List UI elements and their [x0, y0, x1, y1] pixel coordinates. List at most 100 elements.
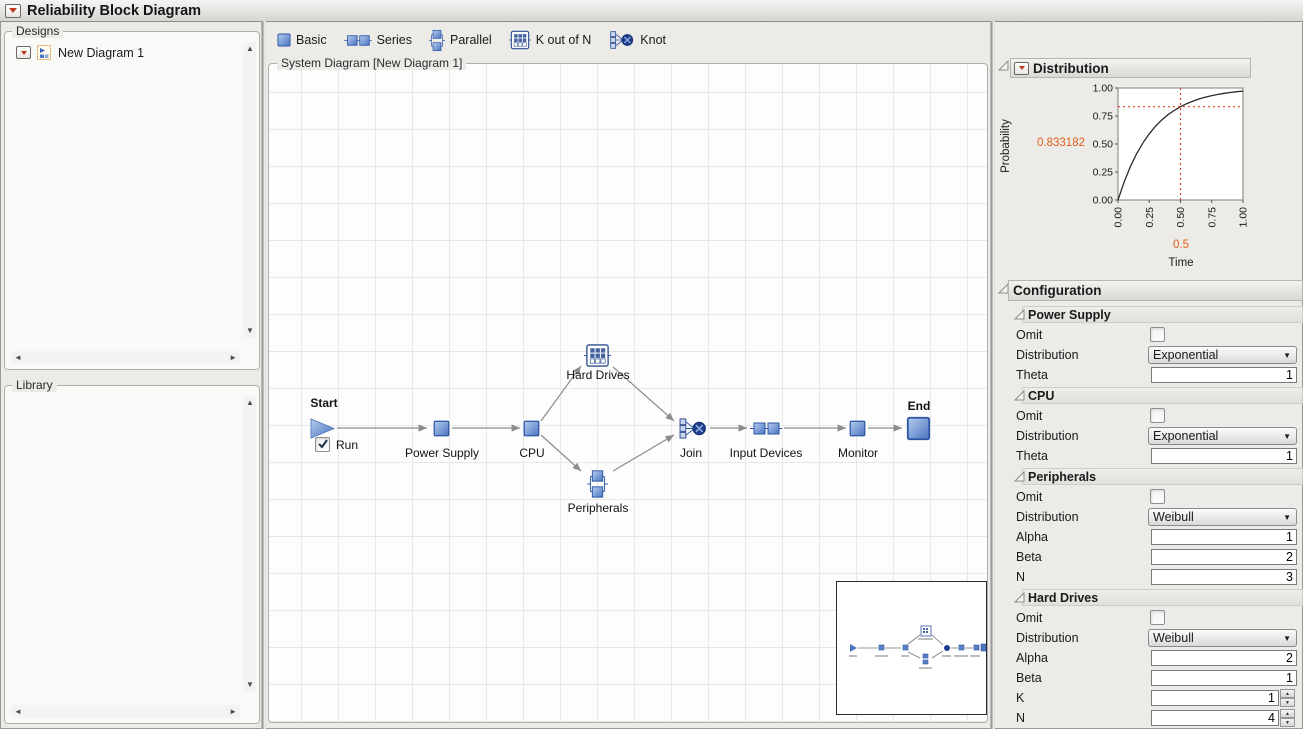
scroll-down-icon[interactable]: ▼: [246, 680, 254, 689]
config-row-label: Beta: [1016, 550, 1042, 564]
toolbar-label: Basic: [296, 33, 327, 47]
section-header-hard-drives[interactable]: Hard Drives: [1022, 589, 1303, 606]
collapse-triangle-icon[interactable]: [1014, 471, 1025, 482]
basic-block-icon: [906, 416, 931, 441]
tree-disclosure-button[interactable]: [16, 46, 31, 59]
library-panel: Library ▲ ▼ ◄ ►: [4, 378, 260, 724]
scroll-up-icon[interactable]: ▲: [246, 398, 254, 407]
spin-up-icon[interactable]: ▲: [1280, 709, 1295, 718]
alpha-input[interactable]: [1151, 650, 1297, 666]
config-row: Alpha: [1012, 527, 1303, 547]
tree-item-label: New Diagram 1: [58, 45, 145, 60]
distribution-dropdown[interactable]: Weibull▼: [1148, 508, 1297, 526]
crosshair-time-value[interactable]: 0.5: [1173, 239, 1189, 251]
config-row: Distribution Exponential▼: [1012, 345, 1303, 365]
basic-block-icon: [849, 420, 866, 437]
y-tick-label: 1.00: [1093, 83, 1114, 95]
toolbar-button-k-of-n[interactable]: K out of N: [506, 27, 595, 53]
chevron-down-icon: ▼: [1283, 350, 1291, 360]
spinner-buttons[interactable]: ▲▼: [1280, 689, 1295, 707]
y-tick-label: 0.50: [1093, 139, 1114, 151]
k-input[interactable]: [1151, 690, 1279, 706]
distribution-header: Distribution: [1010, 58, 1251, 78]
theta-input[interactable]: [1151, 448, 1297, 464]
node-peripherals[interactable]: [587, 468, 608, 503]
collapse-triangle-icon[interactable]: [1014, 592, 1025, 603]
collapse-triangle-icon[interactable]: [998, 60, 1009, 71]
section-title: Power Supply: [1028, 307, 1111, 322]
scroll-down-icon[interactable]: ▼: [246, 326, 254, 335]
alpha-input[interactable]: [1151, 529, 1297, 545]
config-row: N: [1012, 567, 1303, 587]
config-row-label: Distribution: [1016, 348, 1079, 362]
red-triangle-icon: [9, 8, 17, 13]
toolbar-button-knot[interactable]: Knot: [605, 28, 669, 52]
section-header-cpu[interactable]: CPU: [1022, 387, 1303, 404]
toolbar-button-basic[interactable]: Basic: [274, 31, 330, 49]
node-monitor[interactable]: [849, 420, 866, 440]
theta-input[interactable]: [1151, 367, 1297, 383]
config-row-label: Omit: [1016, 409, 1043, 423]
scroll-right-icon[interactable]: ►: [229, 707, 237, 716]
x-tick-label: 0.75: [1206, 207, 1218, 228]
designs-horizontal-scrollbar[interactable]: ◄ ►: [11, 351, 240, 364]
red-triangle-icon: [1018, 66, 1025, 70]
y-tick-label: 0.75: [1093, 111, 1114, 123]
omit-checkbox[interactable]: [1150, 610, 1165, 625]
n-input[interactable]: [1151, 710, 1279, 726]
config-row: Omit: [1012, 406, 1303, 426]
distribution-disclosure-button[interactable]: [1014, 61, 1029, 75]
node-power-supply[interactable]: [433, 420, 450, 440]
collapse-triangle-icon[interactable]: [1014, 309, 1025, 320]
node-cpu[interactable]: [523, 420, 540, 440]
library-vertical-scrollbar[interactable]: ▲ ▼: [243, 396, 256, 692]
spin-down-icon[interactable]: ▼: [1280, 698, 1295, 707]
distribution-dropdown[interactable]: Exponential▼: [1148, 427, 1297, 445]
omit-checkbox[interactable]: [1150, 489, 1165, 504]
toolbar-button-parallel[interactable]: Parallel: [426, 26, 495, 55]
spinner-buttons[interactable]: ▲▼: [1280, 709, 1295, 727]
configuration-header: Configuration: [1008, 280, 1303, 301]
scroll-left-icon[interactable]: ◄: [14, 707, 22, 716]
chevron-down-icon: ▼: [1283, 431, 1291, 441]
omit-checkbox[interactable]: [1150, 408, 1165, 423]
section-header-power-supply[interactable]: Power Supply: [1022, 306, 1303, 323]
omit-checkbox[interactable]: [1150, 327, 1165, 342]
collapse-triangle-icon[interactable]: [1014, 390, 1025, 401]
cdf-curve: [1117, 90, 1244, 201]
designs-panel: Designs New Diagram 1 ▲ ▼ ◄ ►: [4, 24, 260, 370]
config-row-label: N: [1016, 570, 1026, 584]
checkmark-icon: [318, 439, 328, 449]
beta-input[interactable]: [1151, 670, 1297, 686]
library-horizontal-scrollbar[interactable]: ◄ ►: [11, 705, 240, 718]
right-splitter[interactable]: [990, 21, 995, 729]
distribution-dropdown[interactable]: Weibull▼: [1148, 629, 1297, 647]
end-node[interactable]: [906, 416, 931, 444]
node-join[interactable]: [677, 417, 708, 443]
scroll-right-icon[interactable]: ►: [229, 353, 237, 362]
n-input[interactable]: [1151, 569, 1297, 585]
left-splitter[interactable]: [261, 21, 266, 729]
distribution-dropdown[interactable]: Exponential▼: [1148, 346, 1297, 364]
spin-up-icon[interactable]: ▲: [1280, 689, 1295, 698]
x-tick-label: 0.50: [1175, 207, 1187, 228]
report-disclosure-button[interactable]: [5, 3, 21, 18]
toolbar-button-series[interactable]: Series: [341, 31, 415, 49]
overview-minimap[interactable]: [836, 581, 989, 715]
config-row-label: Omit: [1016, 328, 1043, 342]
node-input-devices[interactable]: [750, 421, 782, 439]
designs-vertical-scrollbar[interactable]: ▲ ▼: [243, 42, 256, 338]
system-diagram-canvas[interactable]: System Diagram [New Diagram 1] Start: [268, 56, 989, 723]
library-panel-label: Library: [12, 378, 57, 392]
beta-input[interactable]: [1151, 549, 1297, 565]
section-header-peripherals[interactable]: Peripherals: [1022, 468, 1303, 485]
config-row: Beta: [1012, 668, 1303, 688]
scroll-up-icon[interactable]: ▲: [246, 44, 254, 53]
tree-item-new-diagram-1[interactable]: New Diagram 1: [11, 44, 144, 61]
spin-down-icon[interactable]: ▼: [1280, 718, 1295, 727]
toolbar-label: Series: [376, 33, 413, 47]
run-checkbox[interactable]: [315, 437, 330, 452]
scroll-left-icon[interactable]: ◄: [14, 353, 22, 362]
